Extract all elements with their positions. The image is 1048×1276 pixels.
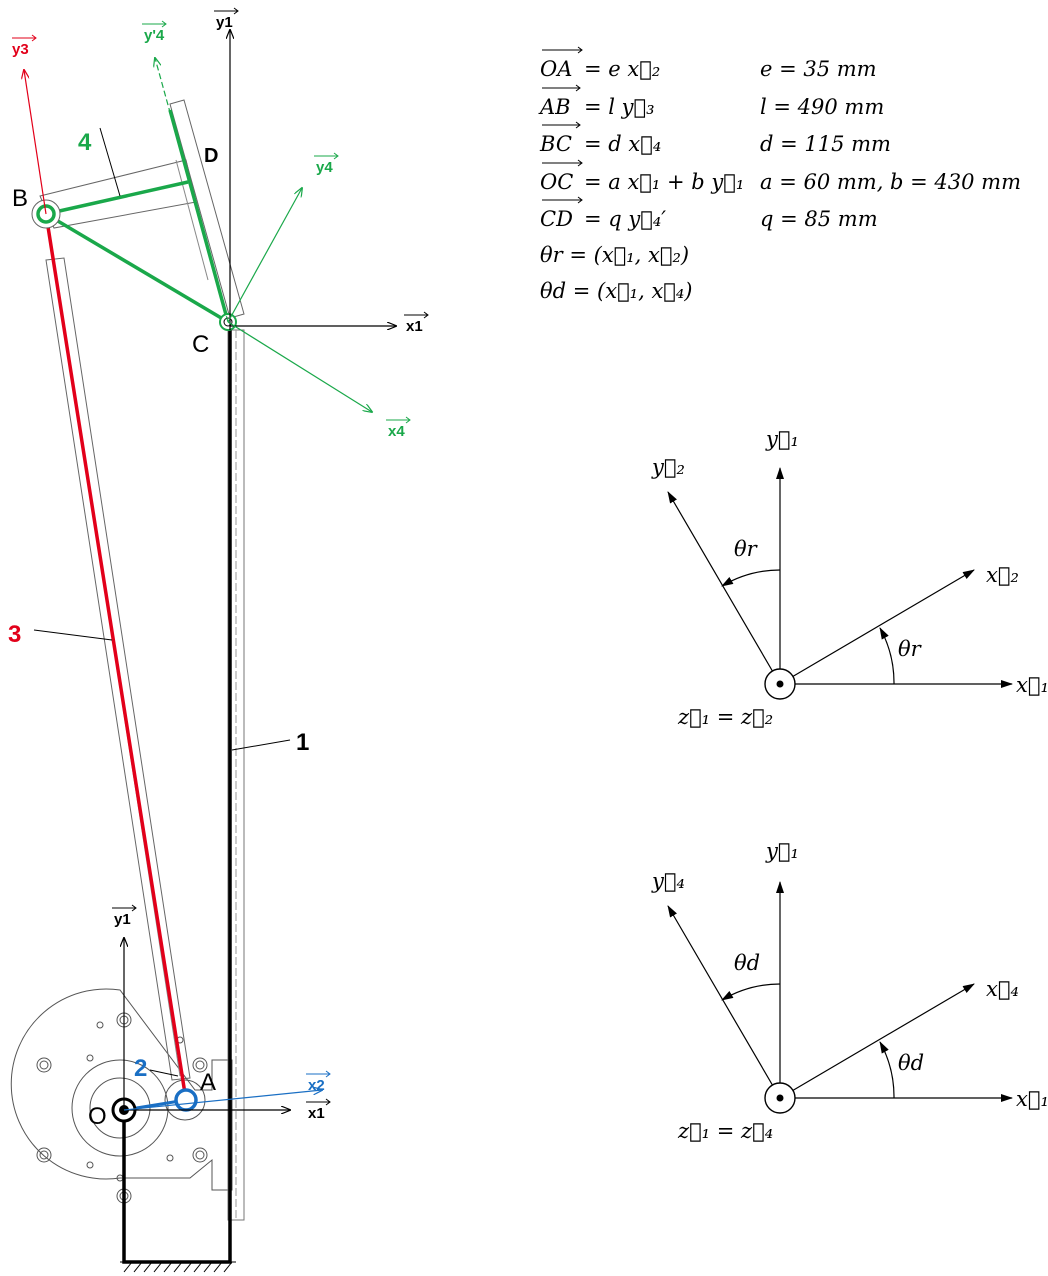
part-number-3: 3 bbox=[8, 621, 21, 648]
frame-d-z: z⃗₁ = z⃗₄ bbox=[677, 1119, 773, 1143]
equation-row-2: BC = d x⃗₄ d = 115 mm bbox=[539, 121, 891, 156]
equation-row-0: OA = e x⃗₂ e = 35 mm bbox=[540, 46, 877, 81]
equation-6-lhs: θd = (x⃗₁, x⃗₄) bbox=[540, 279, 693, 303]
equation-5-lhs: θr = (x⃗₁, x⃗₂) bbox=[540, 243, 689, 267]
frame-r-theta-upper: θr bbox=[734, 537, 759, 561]
equation-1-rhs: = l y⃗₃ bbox=[584, 95, 655, 119]
frame-r-y1: y⃗₁ bbox=[765, 427, 799, 451]
frame-r-theta-lower: θr bbox=[898, 637, 923, 661]
axis-label-y1-O: y1 bbox=[114, 911, 131, 928]
frame-d-x1: x⃗₁ bbox=[1016, 1087, 1048, 1111]
point-labels: B C D O A bbox=[12, 145, 218, 1130]
link-part-4 bbox=[39, 99, 245, 324]
equation-row-4: CD = q y⃗₄′ q = 85 mm bbox=[540, 196, 878, 231]
equation-0-lhs: OA bbox=[540, 57, 572, 81]
equation-2-value: d = 115 mm bbox=[760, 132, 891, 156]
equation-3-value: a = 60 mm, b = 430 mm bbox=[760, 170, 1021, 194]
equation-0-rhs: = e x⃗₂ bbox=[584, 57, 660, 81]
axis-label-x1-C: x1 bbox=[406, 318, 423, 335]
part-numbers: 4 3 1 2 bbox=[8, 129, 309, 1082]
frame-d-y1: y⃗₁ bbox=[765, 839, 799, 863]
equation-3-rhs: = a x⃗₁ + b y⃗₁ bbox=[584, 170, 744, 194]
frame-part-1 bbox=[120, 326, 245, 1273]
equation-3-lhs: OC bbox=[540, 170, 573, 194]
frame-d-theta-lower: θd bbox=[898, 1051, 924, 1075]
frame-r-y2: y⃗₂ bbox=[651, 455, 685, 479]
axis-label-y3: y3 bbox=[12, 41, 29, 58]
point-label-B: B bbox=[12, 185, 28, 212]
frame-d-y4: y⃗₄ bbox=[651, 869, 685, 893]
part-number-1: 1 bbox=[296, 729, 309, 756]
frame-diagram-d: y⃗₁ y⃗₄ x⃗₄ x⃗₁ θd θd z⃗₁ = z⃗₄ bbox=[651, 839, 1048, 1143]
axis-label-x4: x4 bbox=[388, 423, 405, 440]
point-label-O: O bbox=[88, 1103, 107, 1130]
equation-4-rhs: = q y⃗₄′ bbox=[584, 207, 666, 231]
frame-r-x2: x⃗₂ bbox=[986, 563, 1019, 587]
equations-block: OA = e x⃗₂ e = 35 mm AB = l y⃗₃ l = 490 … bbox=[538, 46, 1021, 303]
part-number-2: 2 bbox=[134, 1055, 147, 1082]
equation-2-rhs: = d x⃗₄ bbox=[584, 132, 661, 156]
joint-A bbox=[174, 1088, 198, 1112]
equation-0-value: e = 35 mm bbox=[760, 57, 877, 81]
axis-label-x1-O: x1 bbox=[308, 1105, 325, 1122]
equation-1-lhs: AB bbox=[538, 95, 571, 119]
leader-lines bbox=[33, 127, 291, 1077]
equation-row-3: OC = a x⃗₁ + b y⃗₁ a = 60 mm, b = 430 mm bbox=[540, 159, 1021, 194]
frame-d-theta-upper: θd bbox=[734, 951, 760, 975]
equation-4-value: q = 85 mm bbox=[760, 207, 878, 231]
axis-label-y1-top: y1 bbox=[216, 14, 233, 31]
equation-4-lhs: CD bbox=[540, 207, 573, 231]
point-label-A: A bbox=[200, 1069, 216, 1096]
crank-plate bbox=[10, 988, 233, 1204]
equation-1-value: l = 490 mm bbox=[760, 95, 884, 119]
axis-label-y4-prime: y'4 bbox=[144, 27, 165, 44]
frame-r-x1: x⃗₁ bbox=[1016, 673, 1048, 697]
point-label-D: D bbox=[204, 145, 218, 167]
equation-2-lhs: BC bbox=[539, 132, 572, 156]
axis-label-y4: y4 bbox=[316, 159, 333, 176]
axes bbox=[24, 30, 396, 1110]
frame-d-x4: x⃗₄ bbox=[986, 977, 1019, 1001]
rod-part-3 bbox=[44, 213, 191, 1101]
point-label-C: C bbox=[192, 331, 209, 358]
axis-label-x2: x2 bbox=[308, 1077, 325, 1094]
frame-diagram-r: y⃗₁ y⃗₂ x⃗₂ x⃗₁ θr θr z⃗₁ = z⃗₂ bbox=[651, 427, 1048, 729]
axis-label-group: y1 x1 y3 y'4 y4 x4 y1 x1 x2 bbox=[12, 7, 429, 1122]
frame-r-z: z⃗₁ = z⃗₂ bbox=[677, 705, 773, 729]
equation-row-1: AB = l y⃗₃ l = 490 mm bbox=[538, 84, 884, 119]
part-number-4: 4 bbox=[78, 129, 92, 156]
